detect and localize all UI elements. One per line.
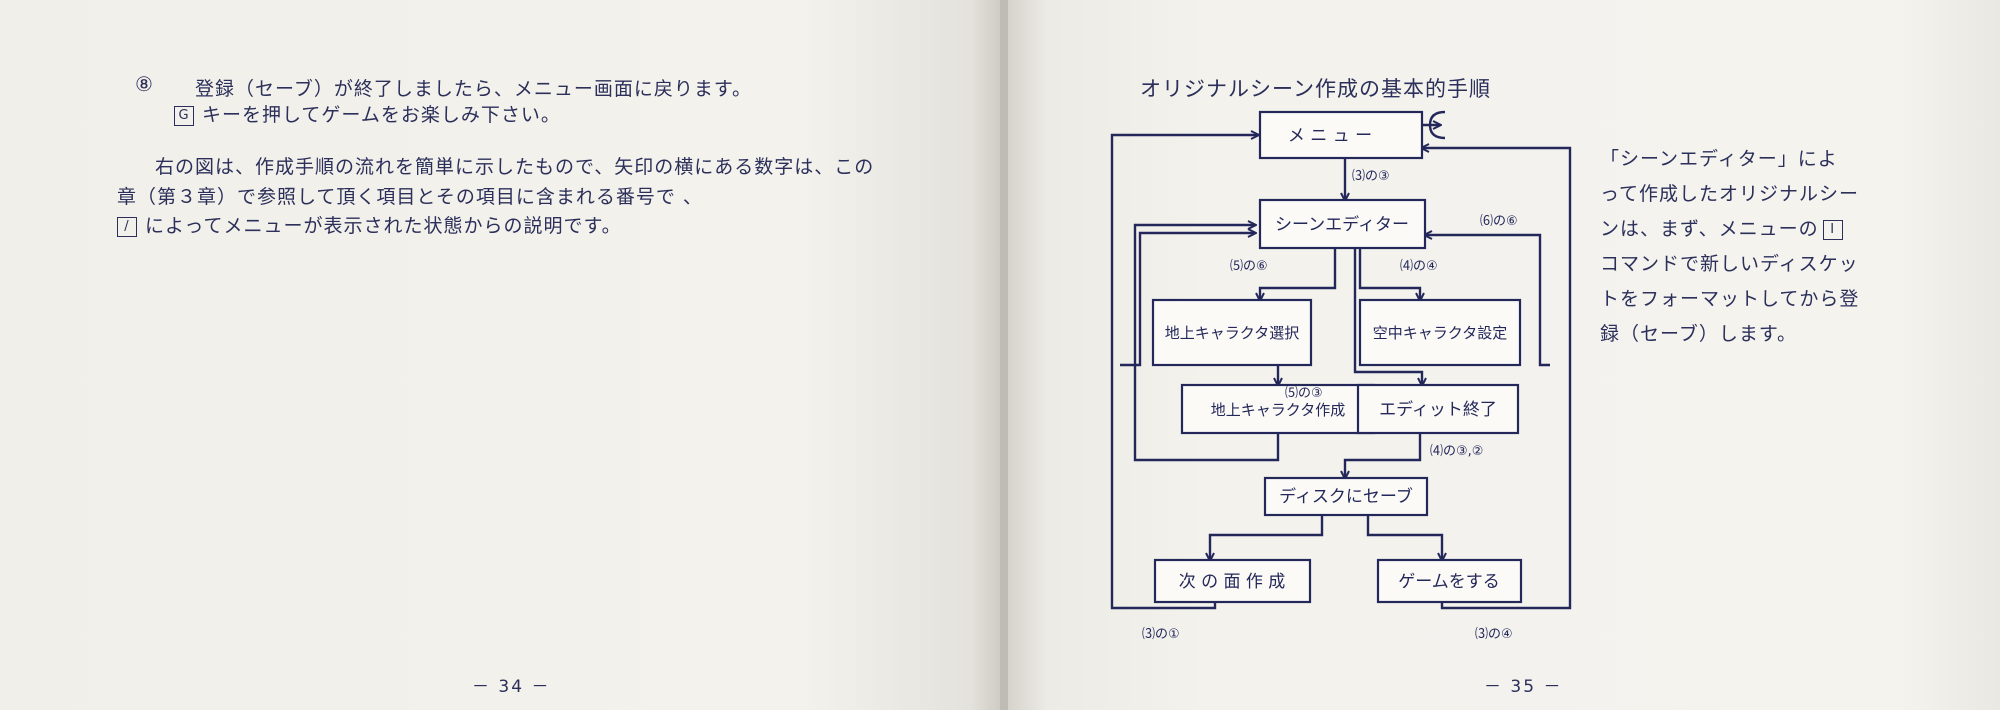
menu-loop-curve [1428,110,1446,140]
book-gutter [1000,0,1008,710]
node-next-scene [1153,558,1312,604]
node-play-game-label: ゲームをする [1398,572,1500,592]
label-to-disk-save: ⑷の③,② [1430,444,1483,459]
node-ground-create [1180,383,1376,435]
side-line-1: 「シーンエディター」によ [1600,148,1838,170]
label-to-ground-select: ⑸の⑥ [1230,259,1268,274]
loop-air-setting-return [1425,235,1550,367]
arrow-editor-to-ground-select [1260,248,1337,300]
arrow-edit-end-to-disk-save [1345,433,1422,478]
label-play-game-loop: ⑶の④ [1475,627,1513,642]
step-line-2: G キーを押してゲームをお楽しみ下さい。 [174,100,561,127]
g-key-icon: G [174,105,194,126]
flowchart: メ ニ ュ ー シーンエディター 地上キャラクタ選択 空中キャラクタ設定 地上キ… [1110,110,1572,642]
i-key-icon: I [1822,219,1843,240]
page-number-left: － 34 － [472,677,551,697]
node-air-setting [1358,298,1522,367]
explanation-line-1: 右の図は、作成手順の流れを簡単に示したもので、矢印の横にある数字は、この [155,156,875,178]
flowchart-title: オリジナルシーン作成の基本的手順 [1140,77,1491,101]
loop-ground-create-return [1133,225,1280,462]
node-disk-save [1263,476,1429,517]
node-play-game [1376,558,1523,604]
label-to-ground-create: ⑸の③ [1285,386,1323,401]
page-number-right: － 35 － [1484,677,1563,697]
node-air-setting-label: 空中キャラクタ設定 [1373,324,1507,342]
side-line-5: トをフォーマットしてから登 [1600,288,1860,310]
node-edit-end [1356,383,1520,435]
side-line-2: って作成したオリジナルシー [1600,183,1860,205]
node-scene-editor-label: シーンエディター [1275,214,1409,235]
node-next-scene-label: 次 の 面 作 成 [1179,572,1286,592]
explanation-line-2: 章（第３章）で参照して頂く項目とその項目に含まれる番号で 、 [117,186,703,208]
node-ground-select [1151,298,1313,367]
label-editor-return: ⑹の⑥ [1480,214,1518,229]
node-scene-editor [1258,198,1427,250]
arrow-save-to-play-game [1366,515,1442,560]
arrow-to-edit-end [1353,248,1422,385]
node-disk-save-label: ディスクにセーブ [1279,486,1413,507]
arrow-editor-to-air-setting [1358,248,1420,300]
label-to-air-setting: ⑷の④ [1400,259,1438,274]
explanation-line-3-text: によってメニューが表示された状態からの説明です。 [145,215,622,237]
loop-ground-select-return [1120,233,1255,367]
left-page: ⑧ 登録（セーブ）が終了しましたら、メニュー画面に戻ります。 G キーを押してゲー… [0,0,1000,710]
node-menu-label: メ ニ ュ ー [1288,126,1372,146]
item-number: ⑧ [135,72,153,96]
node-menu [1258,110,1424,160]
label-next-scene-loop: ⑶の① [1142,627,1180,642]
arrow-save-to-next-scene [1210,515,1324,560]
node-ground-create-label: 地上キャラクタ作成 [1211,401,1345,419]
side-line-4: コマンドで新しいディスケッ [1600,253,1859,275]
side-line-6: 録（セーブ）します。 [1600,323,1797,345]
node-ground-select-label: 地上キャラクタ選択 [1165,324,1299,342]
explanation-line-3: / によってメニューが表示された状態からの説明です。 [117,211,622,238]
label-menu-to-editor: ⑶の③ [1352,169,1390,184]
slash-key-icon: / [117,216,137,237]
side-line-3-text: ンは、まず、メニューの [1600,218,1819,240]
step-line-2-text: キーを押してゲームをお楽しみ下さい。 [202,104,561,126]
step-line-1: 登録（セーブ）が終了しましたら、メニュー画面に戻ります。 [195,78,752,100]
node-edit-end-label: エディット終了 [1379,399,1497,420]
